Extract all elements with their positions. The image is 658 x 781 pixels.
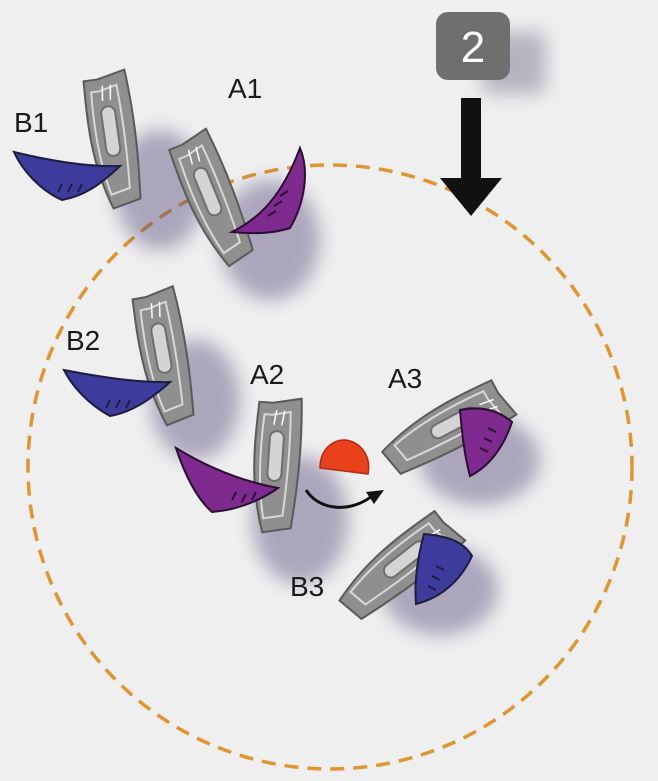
boat-a1: A1 bbox=[164, 73, 320, 300]
zone-circle bbox=[26, 163, 634, 771]
boat-label-b3: B3 bbox=[290, 571, 324, 602]
sail-a2 bbox=[174, 445, 281, 514]
boat-a3: A3 bbox=[374, 363, 540, 505]
down-arrow-icon bbox=[440, 98, 502, 216]
boat-label-a3: A3 bbox=[388, 363, 422, 394]
boat-label-a1: A1 bbox=[228, 73, 262, 104]
mark-buoy bbox=[319, 439, 370, 475]
boat-b3: B3 bbox=[290, 505, 498, 635]
sail-b2 bbox=[62, 368, 173, 418]
sail-a1 bbox=[228, 145, 306, 235]
boat-b2: B2 bbox=[62, 284, 240, 460]
boat-label-a2: A2 bbox=[250, 359, 284, 390]
badge-number: 2 bbox=[461, 23, 485, 72]
sail-b1 bbox=[12, 150, 123, 202]
sail-a3 bbox=[458, 407, 514, 478]
boat-label-b1: B1 bbox=[14, 107, 48, 138]
boat-a2: A2 bbox=[174, 359, 348, 584]
curved-arrow-icon bbox=[304, 489, 384, 509]
step-badge: 2 bbox=[436, 12, 546, 94]
boat-label-b2: B2 bbox=[66, 325, 100, 356]
